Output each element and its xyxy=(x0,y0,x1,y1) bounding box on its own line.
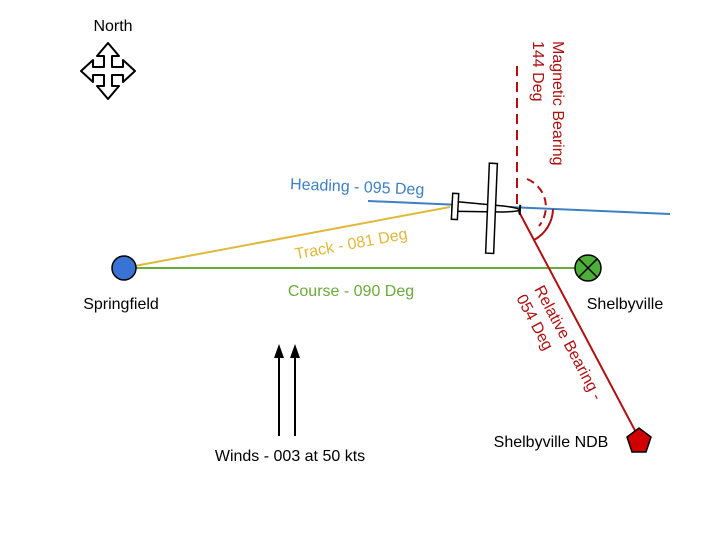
heading-line xyxy=(367,200,671,215)
magnetic-bearing-label-line2: 144 Deg xyxy=(529,41,546,102)
shelbyville-marker xyxy=(574,254,602,282)
shelbyville-label: Shelbyville xyxy=(587,296,664,313)
airplane-icon xyxy=(450,162,522,255)
north-label: North xyxy=(93,18,132,35)
ndb-label: Shelbyville NDB xyxy=(494,434,609,451)
springfield-marker xyxy=(111,255,137,281)
winds-label: Winds - 003 at 50 kts xyxy=(215,448,365,465)
relative-bearing-arc xyxy=(533,208,554,241)
relative-bearing-line xyxy=(516,207,640,439)
wind-arrows xyxy=(274,344,300,436)
track-line xyxy=(123,206,451,269)
magnetic-bearing-arc xyxy=(526,178,547,227)
springfield-label: Springfield xyxy=(83,296,159,313)
course-label: Course - 090 Deg xyxy=(288,283,414,300)
track-label: Track - 081 Deg xyxy=(294,226,409,264)
magnetic-bearing-label-line1: Magnetic Bearing xyxy=(549,41,566,166)
heading-label: Heading - 095 Deg xyxy=(290,176,425,199)
four-way-arrow-icon xyxy=(80,42,136,100)
ndb-marker xyxy=(626,427,652,453)
